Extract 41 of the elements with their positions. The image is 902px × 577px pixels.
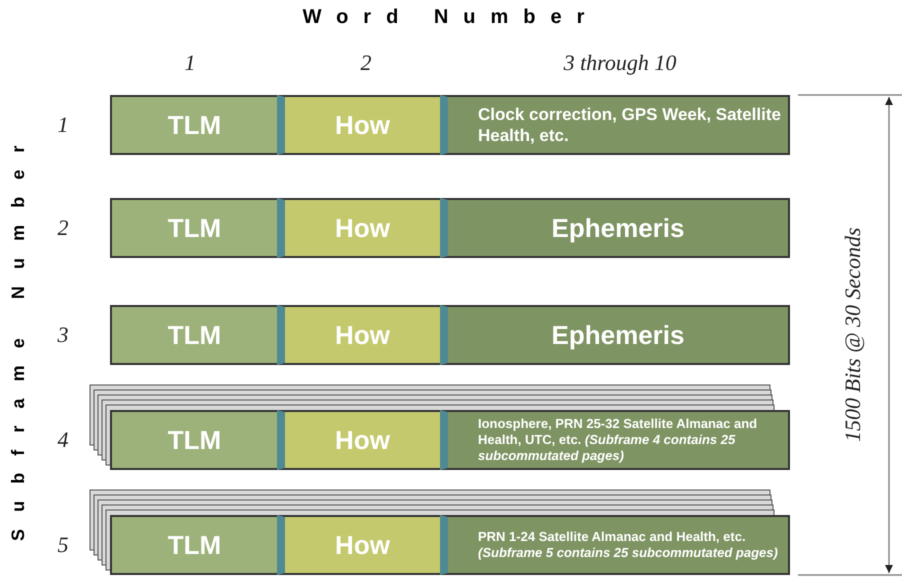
row-number: 3 — [56, 322, 70, 348]
word-field — [440, 198, 790, 258]
cell-text: Ionosphere, PRN 25-32 Satellite Almanac and Health, UTC, etc. (Subframe 4 contains 25 subcommutated pages) — [478, 416, 758, 464]
cell-text: TLM — [168, 528, 222, 562]
cell-text: TLM — [168, 424, 222, 456]
word-field — [277, 410, 440, 470]
cell-text: How — [335, 212, 390, 244]
word-field — [110, 95, 277, 155]
column-number: 2 — [360, 50, 372, 76]
axis-title: Word Number — [302, 6, 600, 29]
word-field — [440, 410, 790, 470]
word-field — [277, 198, 440, 258]
cell-text: TLM — [168, 212, 222, 244]
word-field — [277, 305, 440, 365]
row-number: 2 — [56, 215, 70, 241]
axis-title: Subframe Number — [8, 128, 29, 544]
cell-text: TLM — [168, 108, 222, 142]
row-number: 4 — [56, 427, 70, 453]
word-field — [277, 515, 440, 575]
cell-text: How — [335, 424, 390, 456]
word-field — [110, 198, 277, 258]
word-field — [440, 305, 790, 365]
dimension-label: 1500 Bits @ 30 Seconds — [840, 226, 866, 444]
cell-text: How — [335, 318, 390, 352]
cell-text: Ephemeris — [552, 212, 684, 244]
word-field — [110, 410, 277, 470]
word-field — [110, 515, 277, 575]
word-field — [277, 95, 440, 155]
word-field — [440, 515, 790, 575]
word-field — [440, 95, 790, 155]
cell-text: PRN 1-24 Satellite Almanac and Health, etc. (Subframe 5 contains 25 subcommutated pages) — [478, 528, 779, 562]
word-field — [110, 305, 277, 365]
cell-text: TLM — [168, 318, 222, 352]
cell-text: Clock correction, GPS Week, Satellite Health, etc. — [478, 104, 782, 146]
row-number: 5 — [56, 532, 70, 558]
column-number: 1 — [184, 50, 196, 76]
row-number: 1 — [56, 112, 70, 138]
cell-text: Ephemeris — [552, 318, 684, 352]
column-number: 3 through 10 — [562, 50, 678, 76]
cell-text: How — [335, 528, 390, 562]
cell-text: How — [335, 108, 390, 142]
